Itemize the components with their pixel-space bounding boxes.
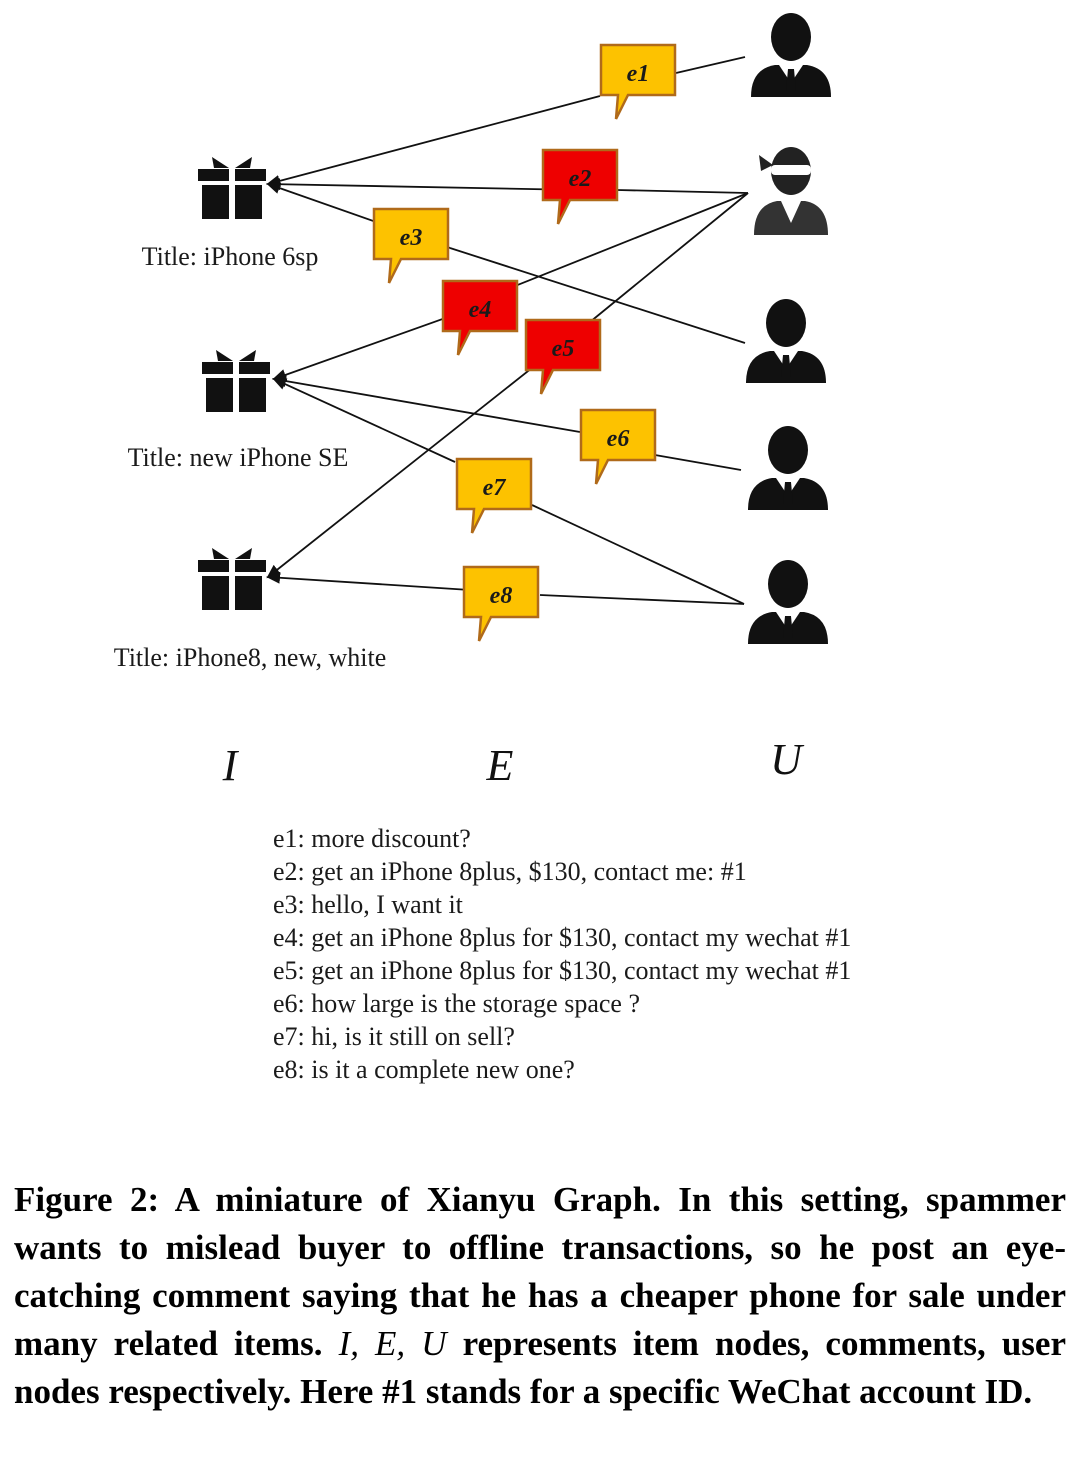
edge-u5-e8 <box>539 594 745 605</box>
edge-e2-i1 <box>266 178 581 191</box>
edge-e6-i2 <box>272 375 581 433</box>
user-icon <box>748 560 828 644</box>
axis-layer: I E U <box>222 735 805 790</box>
item-title: Title: iPhone8, new, white <box>114 643 387 672</box>
legend-row-e6: e6: how large is the storage space ? <box>273 989 640 1018</box>
comment-legend: e1: more discount? e2: get an iPhone 8pl… <box>273 822 1033 1086</box>
legend-row-e7: e7: hi, is it still on sell? <box>273 1022 515 1051</box>
legend-row-e1: e1: more discount? <box>273 824 471 853</box>
edge-u2-e2 <box>616 189 749 194</box>
comment-label: e6 <box>607 426 630 452</box>
edge-u5-e7 <box>531 504 745 605</box>
comment-label: e8 <box>490 583 513 609</box>
comment-bubble-e3: e3 <box>372 207 450 284</box>
edge-u1-e1 <box>675 56 746 74</box>
edge-e8-i3 <box>266 571 471 591</box>
caption-symbols: I, E, U <box>338 1324 447 1363</box>
comment-bubble-e8: e8 <box>462 565 540 642</box>
comment-bubble-e7: e7 <box>455 457 533 534</box>
comment-label: e5 <box>552 336 575 362</box>
legend-row-e4: e4: get an iPhone 8plus for $130, contac… <box>273 923 852 952</box>
comment-bubble-e1: e1 <box>599 43 677 120</box>
legend-row-e8: e8: is it a complete new one? <box>273 1055 575 1084</box>
spammer-icon <box>754 147 828 235</box>
edge-u2-e5 <box>589 192 749 323</box>
axis-label-users: U <box>770 735 805 784</box>
edge-e7-i2 <box>272 378 456 463</box>
edge-u2-e4 <box>499 192 749 293</box>
users-layer <box>746 13 831 644</box>
item-title: Title: new iPhone SE <box>128 443 349 472</box>
figure-caption: Figure 2: A miniature of Xianyu Graph. I… <box>14 1176 1066 1416</box>
comment-bubble-e6: e6 <box>579 408 657 485</box>
legend-row-e2: e2: get an iPhone 8plus, $130, contact m… <box>273 857 747 886</box>
legend-row-e3: e3: hello, I want it <box>273 890 463 919</box>
comment-label: e1 <box>627 61 650 87</box>
comment-label: e2 <box>569 166 592 192</box>
user-icon <box>746 299 826 383</box>
comment-bubble-e2: e2 <box>541 148 619 225</box>
edge-e1-i1 <box>266 95 601 187</box>
caption-part-2: represents item nodes, comments, user no… <box>14 1324 1066 1411</box>
caption-part-1: Figure 2: A miniature of Xianyu Graph. I… <box>14 1180 1066 1363</box>
axis-label-comments: E <box>486 741 514 790</box>
user-icon <box>748 426 828 510</box>
edge-u3-e3 <box>449 247 746 344</box>
comments-layer: e1 e2 e3 e4 e5 e6 e7 e8 <box>372 43 677 642</box>
gift-icon <box>202 350 270 412</box>
user-icon <box>751 13 831 97</box>
comment-bubble-e4: e4 <box>441 279 519 356</box>
axis-label-items: I <box>222 741 240 790</box>
item-title: Title: iPhone 6sp <box>142 242 319 271</box>
comment-label: e3 <box>400 225 423 251</box>
gift-icon <box>198 157 266 219</box>
comment-bubble-e5: e5 <box>524 318 602 395</box>
gift-icon <box>198 548 266 610</box>
legend-row-e5: e5: get an iPhone 8plus for $130, contac… <box>273 956 852 985</box>
comment-label: e4 <box>469 297 492 323</box>
edge-u4-e6 <box>654 454 742 471</box>
comment-label: e7 <box>483 475 507 501</box>
